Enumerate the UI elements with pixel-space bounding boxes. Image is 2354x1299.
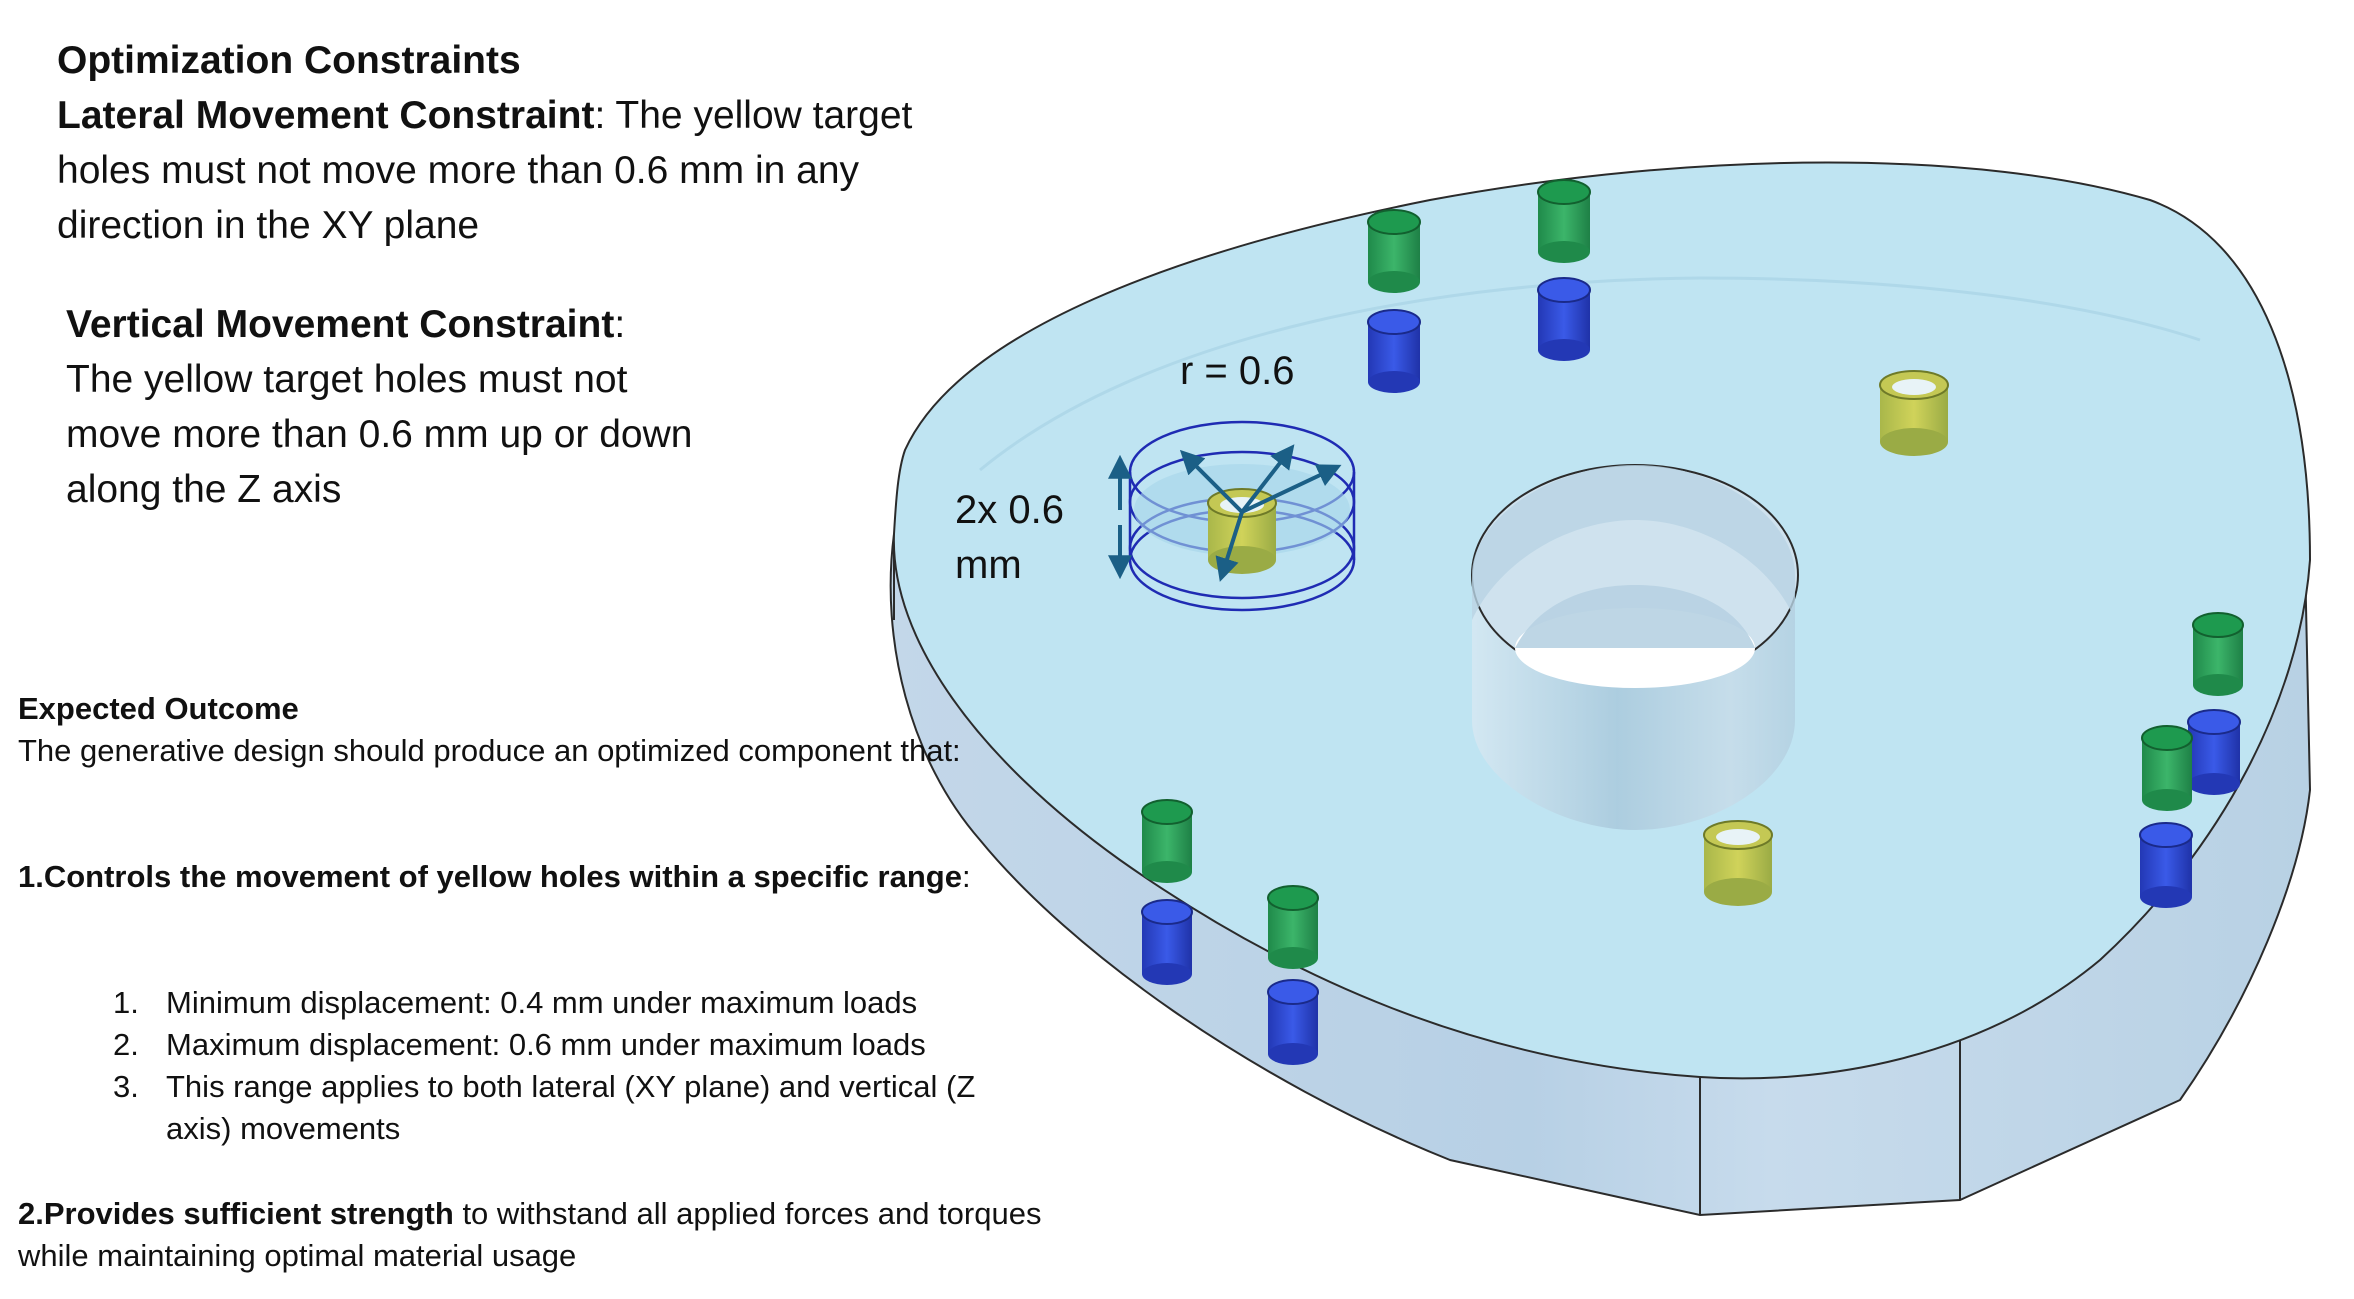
load-pin [1537, 277, 1591, 361]
top-face-shading [979, 276, 2201, 472]
outcome-heading: Expected Outcome [18, 691, 299, 726]
target-hole [1879, 370, 1949, 456]
load-pin [1267, 979, 1319, 1065]
outcome-intro: The generative design should produce an … [18, 733, 961, 768]
lateral-constraint: Lateral Movement Constraint: The yellow … [57, 88, 917, 253]
height-label-line1: 2x 0.6 [955, 488, 1064, 532]
load-pin [1367, 309, 1421, 393]
list-item: 2.Maximum displacement: 0.6 mm under max… [113, 1027, 926, 1062]
outcome-item-2: 2.Provides sufficient strength to withst… [18, 1193, 1048, 1277]
lateral-constraint-text: : The yellow target holes must not move … [57, 94, 913, 247]
outcome-item-1: 1.Controls the movement of yellow holes … [18, 856, 978, 898]
vertical-constraint-colon: : [614, 303, 626, 346]
outcome-item-1-title: 1.Controls the movement of yellow holes … [18, 859, 962, 894]
list-item: 3.This range applies to both lateral (XY… [113, 1069, 976, 1146]
load-pin [2187, 709, 2241, 795]
vertical-constraint-title: Vertical Movement Constraint [66, 303, 615, 346]
constraints-heading: Optimization Constraints [57, 39, 521, 82]
fixed-pin [2141, 725, 2193, 811]
radius-label: r = 0.6 [1180, 349, 1295, 393]
outcome-item-2-title: 2.Provides sufficient strength [18, 1196, 454, 1231]
vertical-constraint: Vertical Movement Constraint: The yellow… [66, 297, 706, 517]
outcome-item-1-colon: : [961, 859, 971, 894]
vertical-constraint-text: The yellow target holes must not move mo… [66, 358, 693, 511]
fixed-pin [1367, 209, 1421, 293]
outcome-sublist: 1.Minimum displacement: 0.4 mm under max… [18, 982, 1028, 1150]
load-pin [2139, 822, 2193, 908]
bore-inner-wall [1472, 465, 1795, 620]
lateral-constraint-title: Lateral Movement Constraint [57, 94, 595, 137]
fixed-pin [1537, 179, 1591, 263]
central-bore [1472, 575, 1795, 830]
outcome-item-2-text: to withstand all applied forces and torq… [18, 1196, 1042, 1273]
height-label-line2: mm [955, 543, 1022, 587]
target-hole [1703, 820, 1773, 906]
xy-radius-arrows-icon [1179, 444, 1342, 582]
fixed-pin [1267, 885, 1319, 969]
fixed-pin [2192, 612, 2244, 696]
list-item: 1.Minimum displacement: 0.4 mm under max… [113, 985, 918, 1020]
load-pin [1141, 899, 1193, 985]
fixed-pin [1141, 799, 1193, 883]
